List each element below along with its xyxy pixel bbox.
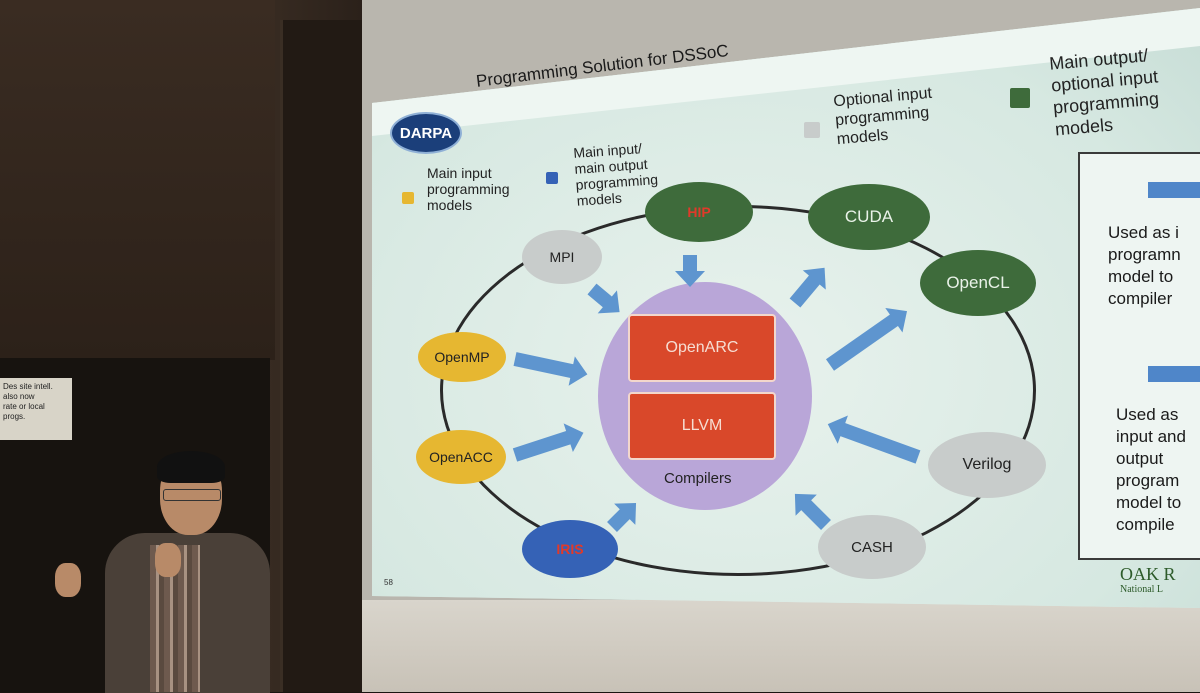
double-arrow-2	[1148, 366, 1200, 382]
node-openacc: OpenACC	[416, 430, 506, 484]
presenter-glasses	[163, 489, 221, 501]
side-panel-text-2: Used as input and output program model t…	[1116, 404, 1186, 536]
legend-swatch-gray	[804, 122, 820, 138]
node-cash: CASH	[818, 515, 926, 579]
darpa-logo: DARPA	[390, 112, 462, 154]
node-hip-label: HIP	[687, 204, 710, 220]
llvm-box: LLVM	[628, 392, 776, 460]
node-cuda: CUDA	[808, 184, 930, 250]
arrow-hip	[683, 255, 697, 273]
node-verilog-label: Verilog	[963, 456, 1012, 474]
node-cuda-label: CUDA	[845, 207, 893, 227]
node-cash-label: CASH	[851, 539, 893, 556]
oak-ridge-line1: OAK R	[1120, 564, 1176, 584]
node-opencl: OpenCL	[920, 250, 1036, 316]
wall-sign: Des site intell. also now rate or local …	[0, 378, 72, 440]
presenter-right-hand	[155, 543, 181, 577]
legend-main-output: Main output/ optional input programming …	[1048, 44, 1162, 141]
node-mpi-label: MPI	[550, 249, 575, 265]
node-openmp-label: OpenMP	[434, 349, 489, 365]
legend-optional-input: Optional input programming models	[833, 84, 936, 149]
wall-panel	[0, 0, 275, 360]
openarc-box: OpenARC	[628, 314, 776, 382]
slide-page-number: 58	[384, 578, 393, 587]
compilers-label: Compilers	[664, 470, 732, 487]
node-openacc-label: OpenACC	[429, 449, 493, 465]
presenter	[55, 455, 270, 692]
legend-main-input: Main input programming models	[427, 165, 509, 213]
double-arrow-1	[1148, 182, 1200, 198]
node-hip: HIP	[645, 182, 753, 242]
node-openmp: OpenMP	[418, 332, 506, 382]
oak-ridge-line2: National L	[1120, 582, 1176, 598]
legend-swatch-green	[1010, 88, 1030, 108]
door-frame	[280, 20, 373, 692]
node-iris: IRIS	[522, 520, 618, 578]
screen-lower-area	[362, 600, 1200, 692]
node-opencl-label: OpenCL	[946, 273, 1009, 293]
presenter-left-hand	[55, 563, 81, 597]
node-mpi: MPI	[522, 230, 602, 284]
node-verilog: Verilog	[928, 432, 1046, 498]
side-panel-text-1: Used as i programn model to compiler	[1108, 222, 1181, 310]
legend-swatch-yellow	[402, 192, 414, 204]
presenter-hair	[157, 451, 225, 483]
node-iris-label: IRIS	[556, 541, 583, 557]
legend-main-input-output: Main input/ main output programming mode…	[573, 139, 660, 209]
legend-swatch-blue	[546, 172, 558, 184]
